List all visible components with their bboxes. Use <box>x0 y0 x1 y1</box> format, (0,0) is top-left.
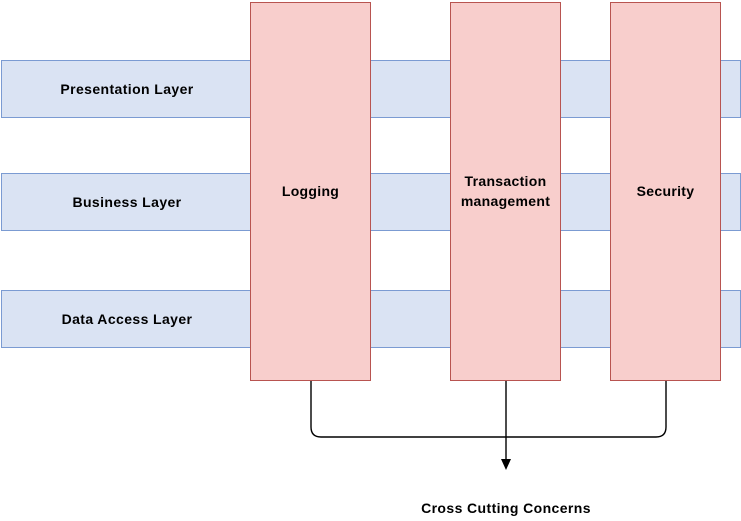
concern-security[interactable]: Security <box>610 2 721 381</box>
concern-logging-label: Logging <box>281 182 340 199</box>
cross-cutting-concerns-caption: Cross Cutting Concerns <box>421 500 591 516</box>
layer-business-label: Business Layer <box>72 194 182 210</box>
connector-line-security <box>655 381 667 438</box>
layer-presentation-label: Presentation Layer <box>60 81 194 97</box>
concern-transaction-management[interactable]: Transaction management <box>450 2 561 381</box>
concern-security-label: Security <box>636 182 695 199</box>
connector-line-logging <box>310 381 322 438</box>
concern-transaction-management-label: Transaction management <box>460 173 551 209</box>
arrow-head-down-icon <box>501 459 511 470</box>
layer-data-access-label: Data Access Layer <box>61 311 193 327</box>
concern-logging[interactable]: Logging <box>250 2 371 381</box>
